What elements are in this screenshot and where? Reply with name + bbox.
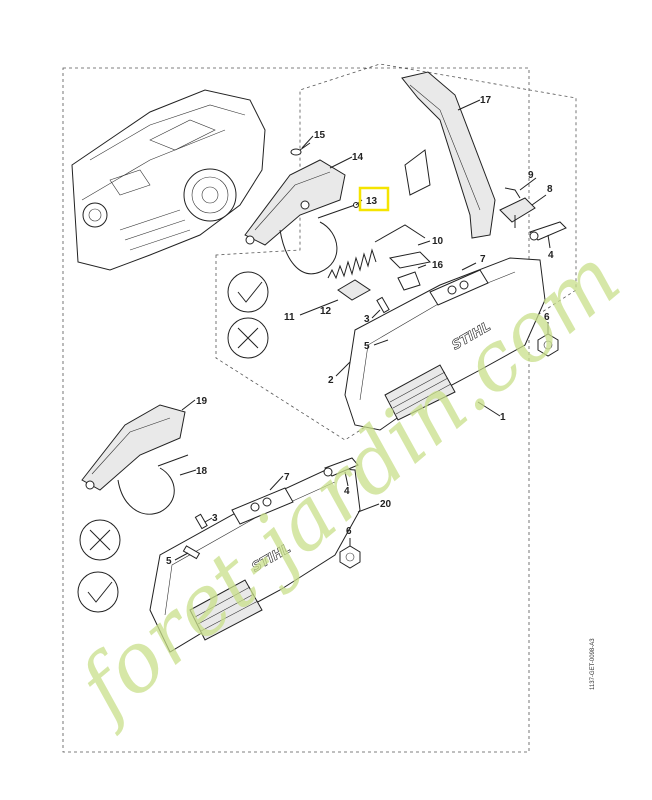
callout-7-lower: 7 (284, 472, 290, 483)
block-part-11 (337, 279, 371, 301)
callout-6-lower: 6 (346, 526, 352, 537)
callout-6: 6 (544, 312, 550, 323)
pin-part-3-lower (194, 513, 208, 530)
callout-12: 12 (320, 306, 332, 317)
brake-bracket-part-19 (81, 404, 186, 491)
leader-lines (174, 99, 551, 561)
lever-part-4 (529, 221, 567, 241)
part-9 (504, 187, 521, 199)
diagram-frame (62, 67, 530, 753)
callout-14: 14 (352, 152, 364, 163)
sprocket-cover-part-20: STIHL (149, 467, 361, 653)
spring-part-12 (327, 248, 377, 280)
callout-10: 10 (432, 236, 444, 247)
callout-17: 17 (480, 95, 492, 106)
watermark: foret-jardin.com (57, 230, 638, 739)
brake-band-part-18 (117, 454, 189, 515)
pin-part-5-lower (182, 545, 201, 560)
callout-9: 9 (528, 170, 534, 181)
callout-3-lower: 3 (212, 513, 218, 524)
brake-bracket-part-14 (244, 159, 346, 246)
correct-install-icon-lower (77, 571, 119, 613)
callout-13: 13 (366, 196, 378, 207)
callout-7: 7 (480, 254, 486, 265)
callout-20: 20 (380, 499, 392, 510)
callout-15: 15 (314, 130, 326, 141)
screw-part-15 (290, 142, 311, 156)
cover-vents (384, 364, 456, 421)
part-16 (397, 271, 421, 291)
callout-4-lower: 4 (344, 486, 350, 497)
pin-part-3 (376, 296, 390, 314)
callout-2: 2 (328, 375, 334, 386)
callout-4: 4 (548, 250, 554, 261)
chainsaw-engine-illustration (71, 89, 266, 271)
callout-labels: 1 2 3 4 5 6 7 8 9 10 11 12 13 14 15 16 1… (166, 95, 554, 567)
callout-16: 16 (432, 260, 444, 271)
correct-install-icon-upper (227, 271, 269, 313)
cover-vents-lower (189, 579, 263, 641)
document-reference: 1137-GET-0098-A3 (590, 638, 596, 690)
part-8 (499, 197, 536, 228)
incorrect-install-icon-upper (227, 317, 269, 359)
lever-part-4-lower (323, 457, 359, 477)
highlight-box-13 (358, 186, 390, 212)
callout-1: 1 (500, 412, 506, 423)
callout-11: 11 (284, 312, 295, 323)
clip-part-10 (374, 224, 432, 269)
sprocket-cover-part-1: STIHL (344, 257, 546, 431)
callout-18: 18 (196, 466, 208, 477)
callout-19: 19 (196, 396, 208, 407)
callout-5-lower: 5 (166, 556, 172, 567)
hand-guard-part-17 (401, 71, 496, 239)
incorrect-install-icon-lower (79, 519, 121, 561)
callout-8: 8 (547, 184, 553, 195)
callout-3: 3 (364, 314, 370, 325)
callout-5: 5 (364, 341, 370, 352)
